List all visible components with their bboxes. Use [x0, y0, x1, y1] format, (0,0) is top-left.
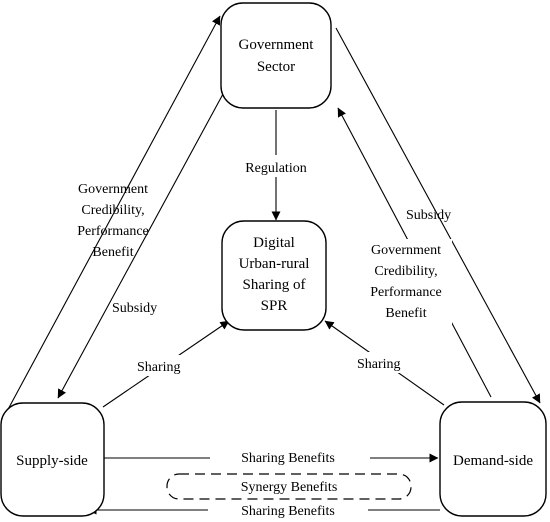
node-digital-sharing[interactable]: Digital Urban-rural Sharing of SPR: [221, 220, 327, 331]
label-sharing-benefits-bottom: Sharing Benefits: [241, 504, 335, 519]
node-demand-label: Demand-side: [453, 453, 533, 469]
edge-government-subsidy-to-demand: [335, 27, 541, 404]
label-credibility-right-line-2: Credibility,: [374, 264, 437, 279]
label-subsidy-right: Subsidy: [406, 208, 451, 223]
label-credibility-left-line-4: Benefit: [92, 245, 133, 260]
label-credibility-right-line-3: Performance: [370, 285, 442, 300]
node-government-line-1: Government: [239, 37, 315, 53]
label-credibility-left-line-1: Government: [78, 182, 148, 197]
label-credibility-left-line-2: Credibility,: [81, 203, 144, 218]
label-sharing-right: Sharing: [357, 357, 401, 372]
node-government-line-2: Sector: [257, 59, 295, 75]
label-credibility-right-line-1: Government: [371, 243, 441, 258]
label-credibility-right-line-4: Benefit: [385, 306, 426, 321]
label-regulation: Regulation: [245, 161, 306, 176]
node-government-sector[interactable]: Government Sector: [220, 2, 332, 109]
node-digital-line-4: SPR: [261, 298, 288, 314]
label-sharing-benefits-top: Sharing Benefits: [241, 451, 335, 466]
node-digital-line-2: Urban-rural: [239, 256, 310, 272]
node-supply-label: Supply-side: [16, 453, 88, 469]
label-synergy-benefits: Synergy Benefits: [241, 480, 338, 495]
node-supply-side[interactable]: Supply-side: [0, 402, 105, 517]
edge-supply-to-government: [4, 15, 221, 416]
label-credibility-left-line-3: Performance: [77, 224, 149, 239]
edge-government-subsidy-to-supply: [57, 93, 224, 399]
synergy-benefits-frame: [166, 473, 412, 500]
node-demand-side[interactable]: Demand-side: [439, 401, 547, 517]
node-digital-line-3: Sharing of: [243, 277, 306, 293]
label-subsidy-left: Subsidy: [112, 301, 157, 316]
node-digital-line-1: Digital: [253, 235, 295, 251]
label-sharing-left: Sharing: [137, 360, 181, 375]
